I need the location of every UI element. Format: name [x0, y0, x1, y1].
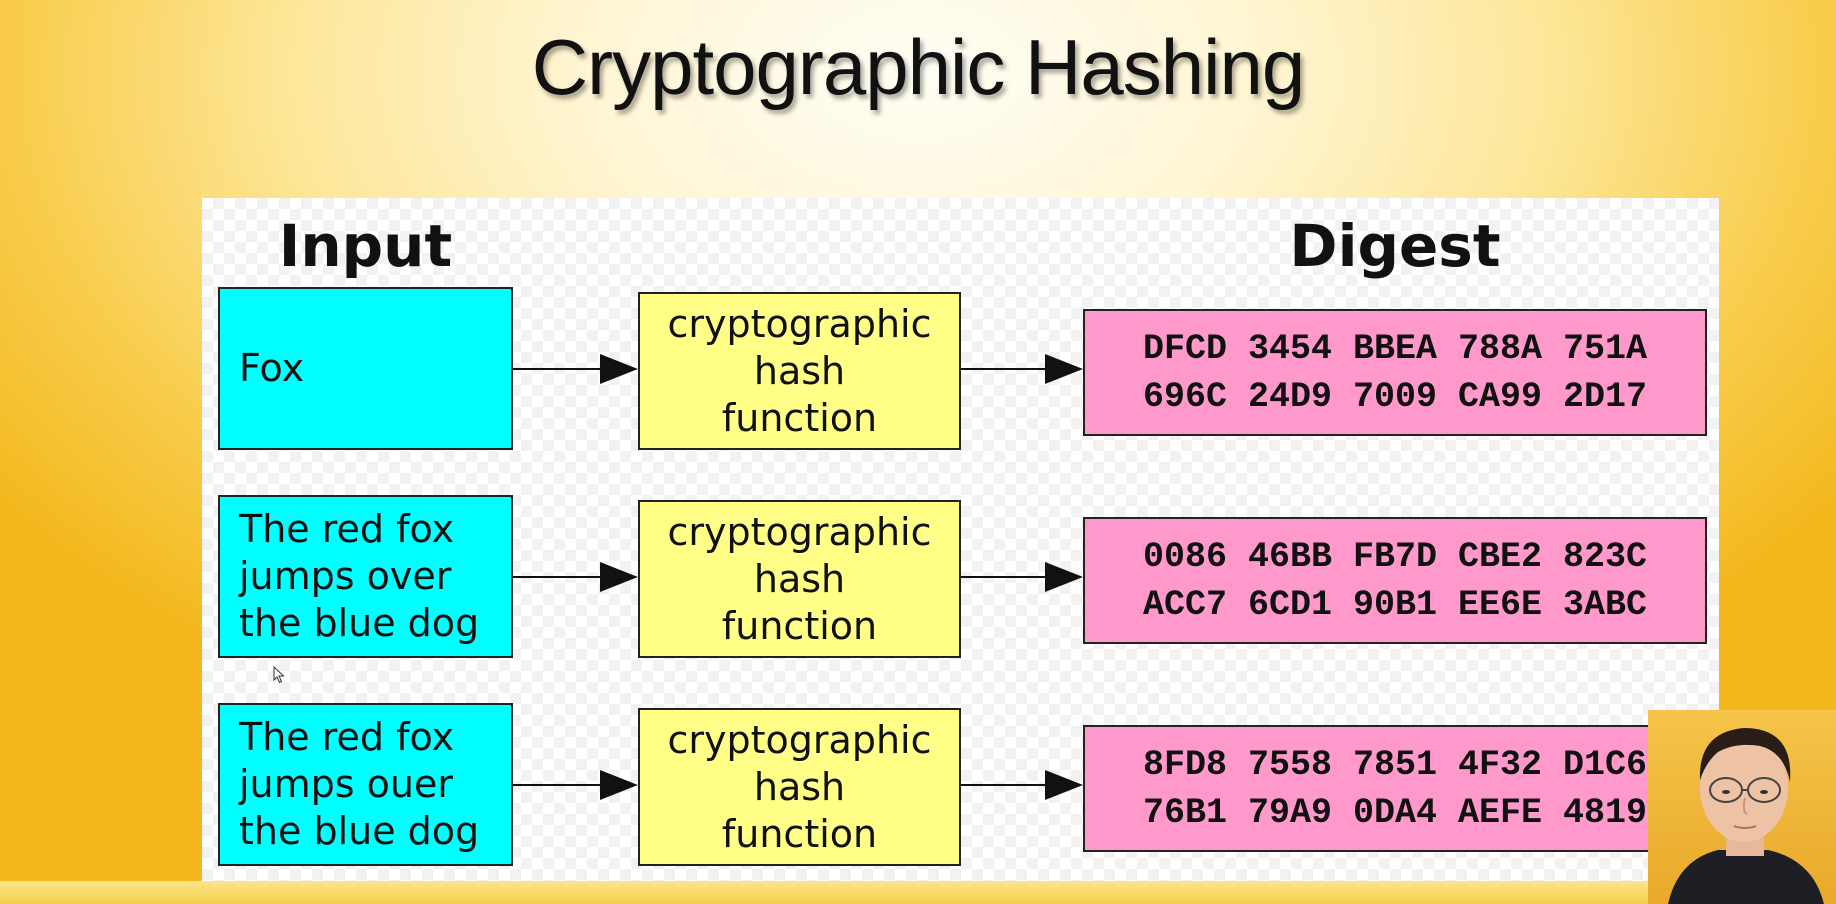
slide-title: Cryptographic Hashing	[531, 23, 1305, 111]
hash-function-box-row-3: cryptographic hash function	[638, 708, 961, 866]
mouse-pointer-icon	[273, 666, 285, 684]
arrow-to-hash-row-1	[513, 354, 638, 384]
digest-box-row-2: 0086 46BB FB7D CBE2 823C ACC7 6CD1 90B1 …	[1083, 517, 1707, 644]
arrow-to-digest-row-2	[961, 562, 1083, 592]
input-box-row-3: The red fox jumps ouer the blue dog	[218, 703, 513, 866]
digest-header: Digest	[1289, 212, 1501, 280]
arrow-to-hash-row-2	[513, 562, 638, 592]
hash-function-box-row-2: cryptographic hash function	[638, 500, 961, 658]
input-header: Input	[278, 212, 453, 280]
arrow-to-digest-row-3	[961, 770, 1083, 800]
hash-diagram: Input Digest Fox cryptographic hash func…	[202, 198, 1719, 881]
input-box-row-2: The red fox jumps over the blue dog	[218, 495, 513, 658]
digest-box-row-3: 8FD8 7558 7851 4F32 D1C6 76B1 79A9 0DA4 …	[1083, 725, 1707, 852]
arrow-to-digest-row-1	[961, 354, 1083, 384]
arrow-to-hash-row-3	[513, 770, 638, 800]
hash-function-box-row-1: cryptographic hash function	[638, 292, 961, 450]
presenter-webcam	[1648, 710, 1836, 904]
input-box-row-1: Fox	[218, 287, 513, 450]
slide-bottom-strip	[0, 881, 1836, 904]
digest-box-row-1: DFCD 3454 BBEA 788A 751A 696C 24D9 7009 …	[1083, 309, 1707, 436]
